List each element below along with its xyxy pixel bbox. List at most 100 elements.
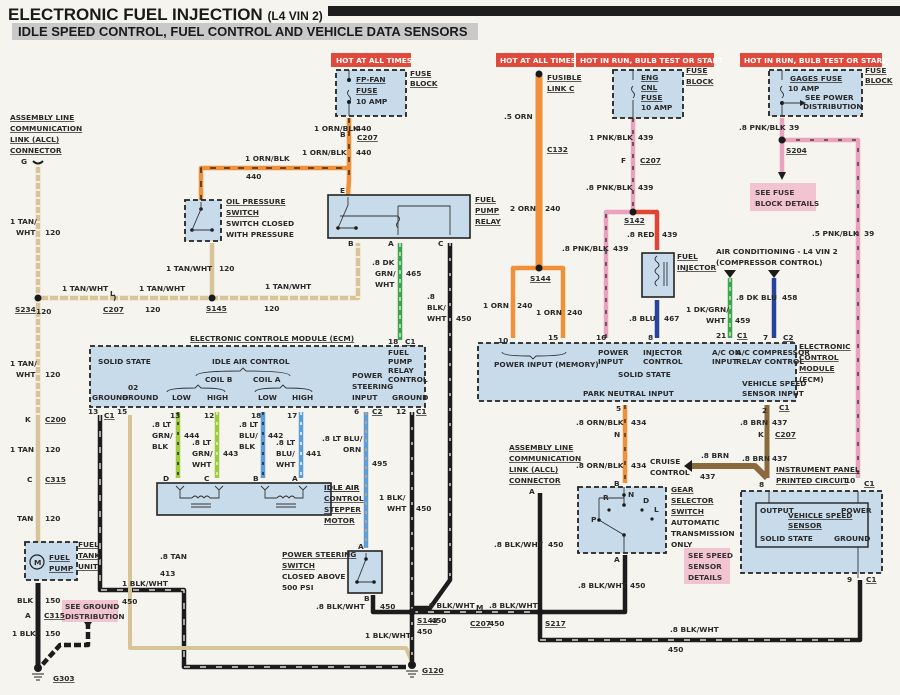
pin-label: 7 — [763, 333, 768, 342]
ecm-title: ELECTRONIC CONTROLE MODULE (ECM) — [190, 334, 354, 343]
fuse-gages: GAGES FUSE 10 AMP SEE POWER DISTRIBUTION… — [768, 66, 893, 117]
circuit-number: 437 — [772, 418, 787, 427]
wire-450-ps — [370, 595, 412, 615]
wire-label: .8 LT — [192, 438, 211, 447]
wire-label: WHT — [427, 314, 446, 323]
note-ground-distribution[interactable]: SEE GROUND DISTRIBUTION — [62, 600, 125, 628]
relay-label: FUEL — [475, 195, 496, 204]
ecm-left: ELECTRONIC CONTROLE MODULE (ECM) SOLID S… — [88, 334, 428, 420]
wire-450-ecm13-stripe — [99, 415, 406, 668]
wire-label: .8 DK BLU — [736, 293, 777, 302]
gear-position: D — [643, 496, 649, 505]
circuit-number: 120 — [36, 307, 51, 316]
circuit-number: 240 — [517, 301, 532, 310]
wire-label: .8 LT — [152, 420, 171, 429]
alcl-connector-top: ASSEMBLY LINE COMMUNICATION LINK (ALCL) … — [10, 113, 82, 166]
circuit-number: 120 — [45, 370, 60, 379]
fuel-injector: FUEL INJECTOR — [641, 252, 716, 298]
ecm-label: GROUND — [92, 393, 128, 402]
connector-label: C207 — [640, 156, 661, 165]
fuse-rating: 10 AMP — [788, 84, 820, 93]
ecm-label: VEHICLE SPEED — [742, 379, 806, 388]
wire-label: .8 BLU — [629, 314, 656, 323]
fuse-name: CNL — [641, 83, 658, 92]
fuse-block-label: BLOCK — [686, 77, 714, 86]
pin-label: B — [614, 479, 620, 488]
wire-label: .8 BRN — [742, 454, 770, 463]
circuit-number: 450 — [417, 627, 432, 636]
iac-label: IDLE AIR — [324, 483, 360, 492]
pin-label: 15 — [548, 333, 558, 342]
circuit-number: 434 — [631, 461, 646, 470]
fusible-label: FUSIBLE — [547, 73, 582, 82]
banner-gages — [740, 53, 882, 67]
circuit-number: 450 — [548, 540, 563, 549]
connector-label: C207 — [357, 133, 378, 142]
ps-label: SWITCH — [282, 561, 315, 570]
pin-label: K — [25, 415, 31, 424]
pin-label: 18 — [388, 337, 398, 346]
wire-label: 1 BLK/WHT — [365, 631, 411, 640]
fuel-pump-label: FUEL — [49, 553, 70, 562]
vss-label: SOLID STATE — [760, 534, 813, 543]
splice-s204 — [778, 136, 786, 144]
gear-position: L — [654, 505, 659, 514]
wire-label: 1 TAN/WHT — [62, 284, 108, 293]
wire-label: .8 PNK/BLK — [739, 123, 786, 132]
wire-120-horiz-stripe — [38, 243, 361, 301]
pin-label: B — [253, 474, 259, 483]
pin-label: M — [476, 603, 483, 612]
vehicle-speed-sensor: INSTRUMENT PANEL PRINTED CIRCUIT 8 10 C1… — [740, 465, 883, 584]
fuse-block-label: FUSE — [410, 69, 431, 78]
banner-eng-cnl-text: HOT IN RUN, BULB TEST OR START — [580, 56, 723, 65]
connector-label: C1 — [864, 479, 875, 488]
iac-stepper-motor: IDLE AIR D C B A — [156, 474, 360, 516]
wire-label: 1 BLK/ — [379, 493, 406, 502]
wire-label: .5 ORN — [504, 112, 533, 121]
wire-label: 1 ORN/BLK — [314, 124, 359, 133]
circuit-number: 439 — [662, 230, 677, 239]
gear-position: N — [628, 490, 634, 499]
pin-label: B — [340, 130, 346, 139]
gear-label: SWITCH — [671, 507, 704, 516]
pin-label: C — [27, 475, 32, 484]
ecm-label: LOW — [258, 393, 277, 402]
wire-439-ecm — [603, 209, 633, 338]
oil-switch-label: WITH PRESSURE — [226, 230, 294, 239]
ecm-label: GROUND — [392, 393, 428, 402]
pin-label: 16 — [596, 333, 606, 342]
iac-label: MOTOR — [324, 516, 355, 525]
wire-label: .8 — [427, 292, 435, 301]
injector-label: INJECTOR — [677, 263, 716, 272]
ecm-label: STEERING — [352, 382, 393, 391]
pin-label: 13 — [88, 407, 98, 416]
pin-label: 9 — [847, 575, 852, 584]
iac-motor-label: IDLE AIR CONTROL STEPPER MOTOR — [324, 483, 364, 525]
subtitle-bg — [12, 23, 478, 40]
pin-label: A — [292, 474, 298, 483]
wire-label: BLU/ — [276, 449, 295, 458]
circuit-number: 450 — [416, 504, 431, 513]
pin-label: A — [358, 542, 364, 551]
ground-g120 — [406, 661, 418, 678]
ecm-label: INPUT — [352, 393, 377, 402]
oil-switch-label: SWITCH — [226, 208, 259, 217]
fuse-name: FUSE — [641, 93, 662, 102]
wire-label: .8 LT — [276, 438, 295, 447]
wire-label: 1 PNK/BLK — [589, 133, 633, 142]
circuit-number: 150 — [45, 596, 60, 605]
splice-s217 — [536, 608, 544, 616]
fuse-name: FP-FAN — [356, 75, 386, 84]
page-title: ELECTRONIC FUEL INJECTION (L4 VIN 2) — [8, 5, 323, 24]
wire-label: 1 ORN/BLK — [245, 154, 290, 163]
wire-label: 2 ORN — [510, 204, 536, 213]
ecm-right: POWER INPUT (MEMORY) POWER INPUT INJECTO… — [477, 331, 851, 415]
wire-label: .8 BLK/WHT — [426, 601, 475, 610]
circuit-number: 39 — [789, 123, 799, 132]
circuit-number: 450 — [630, 581, 645, 590]
pin-label: 5 — [616, 404, 621, 413]
wire-ground-dist — [40, 622, 91, 667]
wire-label: 1 TAN/ — [10, 359, 37, 368]
note-speed-sensor-details[interactable]: SEE SPEED SENSOR DETAILS — [684, 548, 733, 584]
note-fuse-block-details[interactable]: SEE FUSE BLOCK DETAILS — [750, 172, 819, 211]
